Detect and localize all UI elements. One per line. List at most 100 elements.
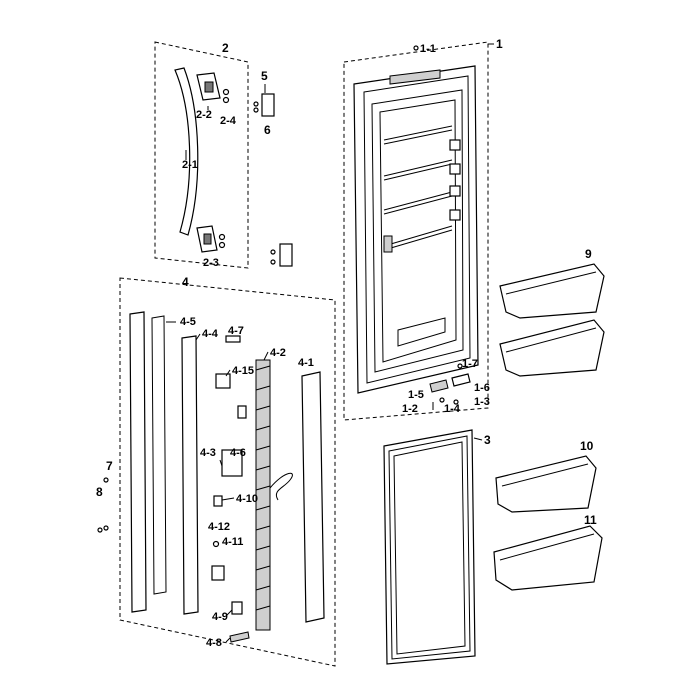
callout-8: 8 bbox=[96, 485, 103, 499]
trim-assembly-group: 4 4-5 4-4 4-7 4-2 4-1 4-15 4-3 4-6 4-10 … bbox=[96, 275, 336, 667]
door-pin bbox=[457, 363, 463, 369]
lower-hinge-screw-a bbox=[270, 249, 276, 255]
gasket-ridge-2 bbox=[393, 441, 466, 655]
heater-wire bbox=[269, 472, 293, 501]
callout-4-5: 4-5 bbox=[180, 316, 196, 328]
door-bins: 9 10 11 bbox=[493, 247, 605, 591]
door-liner-inner bbox=[371, 89, 464, 373]
shelf-rail-2b bbox=[383, 163, 453, 181]
callout-11: 11 bbox=[584, 513, 597, 527]
cap-strip bbox=[181, 335, 199, 615]
door-group-outline bbox=[343, 41, 489, 421]
bin-9-upper bbox=[499, 263, 605, 319]
door-latch bbox=[383, 235, 393, 253]
screw-8-a bbox=[103, 525, 109, 531]
callout-4-10: 4-10 bbox=[236, 493, 258, 505]
door-bottom-tray bbox=[397, 317, 446, 347]
callout-2-1: 2-1 bbox=[182, 159, 198, 171]
leader-4-9 bbox=[225, 609, 233, 617]
bin-11 bbox=[493, 525, 603, 591]
callout-4-1: 4-1 bbox=[298, 357, 314, 369]
lower-hinge-block bbox=[279, 243, 293, 267]
shelf-rail-1 bbox=[383, 125, 453, 141]
leader-4-15 bbox=[225, 369, 231, 377]
callout-4-15: 4-15 bbox=[232, 365, 254, 377]
part-4-9 bbox=[231, 601, 243, 615]
shelf-clip-1 bbox=[449, 139, 461, 151]
callout-4-8: 4-8 bbox=[206, 637, 222, 649]
callout-1-1: 1-1 bbox=[420, 43, 436, 55]
gasket-ridge-1 bbox=[388, 435, 471, 660]
door-cap bbox=[451, 373, 471, 387]
door-top-cap bbox=[389, 69, 441, 85]
bin-9-lower-rim bbox=[505, 327, 597, 353]
part-4-8 bbox=[229, 631, 250, 643]
callout-6: 6 bbox=[264, 123, 271, 137]
door-liner-group: 1-1 1 1-7 1-6 1-3 1-5 1-2 1-4 bbox=[343, 37, 503, 421]
callout-4-4: 4-4 bbox=[202, 328, 219, 340]
callout-2: 2 bbox=[222, 41, 229, 55]
part-4-10 bbox=[213, 495, 223, 507]
callout-4-11: 4-11 bbox=[222, 536, 243, 548]
callout-9: 9 bbox=[585, 247, 592, 261]
screw-8-b bbox=[97, 527, 103, 533]
hinge-parts-5-6: 5 6 bbox=[253, 69, 293, 267]
part-4-11 bbox=[212, 540, 220, 548]
callout-1-2: 1-2 bbox=[402, 403, 418, 415]
part-4-7 bbox=[225, 335, 241, 343]
handle-bottom-screw-a bbox=[218, 233, 226, 241]
part-4-15 bbox=[215, 373, 231, 389]
side-trim-strip bbox=[129, 311, 147, 613]
callout-4-12: 4-12 bbox=[208, 521, 230, 533]
handle-group-outline bbox=[154, 41, 249, 269]
callout-4-2: 4-2 bbox=[270, 347, 286, 359]
callout-2-2: 2-2 bbox=[196, 109, 212, 121]
callout-7: 7 bbox=[106, 459, 113, 473]
shelf-rail-3 bbox=[383, 191, 453, 211]
handle-assembly-group: 2 2-2 2-4 2-1 2-3 bbox=[154, 41, 249, 269]
top-screw bbox=[413, 45, 419, 51]
callout-1-3: 1-3 bbox=[474, 396, 490, 408]
leader-4-10 bbox=[221, 497, 235, 501]
door-handle bbox=[174, 67, 199, 236]
shelf-clip-3 bbox=[449, 185, 461, 197]
callout-4-3: 4-3 bbox=[200, 447, 216, 459]
leader-4-4 bbox=[195, 333, 201, 341]
callout-2-4: 2-4 bbox=[220, 115, 237, 127]
shelf-rail-3b bbox=[383, 195, 453, 215]
door-gasket: 3 bbox=[383, 429, 491, 665]
callout-4-9: 4-9 bbox=[212, 611, 228, 623]
leader-4-8 bbox=[225, 637, 231, 643]
shelf-rail-1b bbox=[383, 129, 453, 145]
handle-bottom-screw-b bbox=[218, 241, 226, 249]
shelf-clip-2 bbox=[449, 163, 461, 175]
bin-9-lower bbox=[499, 319, 605, 377]
handle-top-screw-b bbox=[222, 96, 230, 104]
shelf-clip-4 bbox=[449, 209, 461, 221]
bin-10 bbox=[495, 455, 597, 513]
gasket-outer bbox=[383, 429, 476, 665]
hinge-screw-b bbox=[253, 107, 259, 113]
callout-10: 10 bbox=[580, 439, 594, 453]
callout-1-5: 1-5 bbox=[408, 389, 424, 401]
side-trim-cover bbox=[151, 315, 167, 595]
callout-4-6: 4-6 bbox=[230, 447, 246, 459]
hinge-block bbox=[261, 93, 275, 117]
callout-4: 4 bbox=[182, 275, 189, 289]
handle-bottom-bracket-slot bbox=[203, 233, 212, 245]
door-liner-panel bbox=[379, 99, 457, 363]
heater-plate-hatch bbox=[255, 365, 271, 611]
callout-3: 3 bbox=[484, 433, 491, 447]
hinge-screw-a bbox=[253, 101, 259, 107]
callout-1-7: 1-7 bbox=[462, 358, 478, 370]
bin-11-rim bbox=[499, 533, 595, 561]
handle-top-screw-a bbox=[222, 88, 230, 96]
callout-2-3: 2-3 bbox=[203, 257, 219, 269]
callout-1: 1 bbox=[496, 37, 503, 51]
shelf-rail-2 bbox=[383, 159, 453, 177]
leader-4-3 bbox=[219, 459, 223, 467]
front-trim-bar bbox=[301, 371, 325, 623]
callout-5: 5 bbox=[261, 69, 268, 83]
